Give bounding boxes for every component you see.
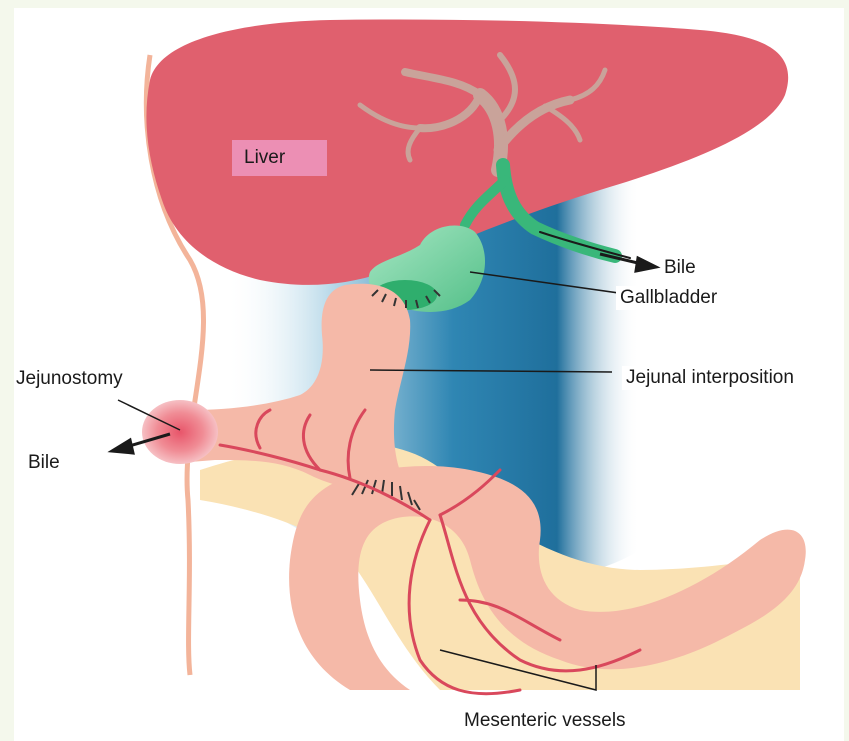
mesenteric-vessels-label: Mesenteric vessels xyxy=(464,710,626,732)
bile-right-label: Bile xyxy=(664,257,696,279)
gallbladder-label: Gallbladder xyxy=(616,286,721,310)
liver-label: Liver xyxy=(232,140,327,176)
jejunostomy-stoma xyxy=(142,400,218,464)
jejunostomy-label: Jejunostomy xyxy=(16,368,123,390)
bile-left-label: Bile xyxy=(28,452,60,474)
jejunal-interposition-label: Jejunal interposition xyxy=(622,366,798,390)
